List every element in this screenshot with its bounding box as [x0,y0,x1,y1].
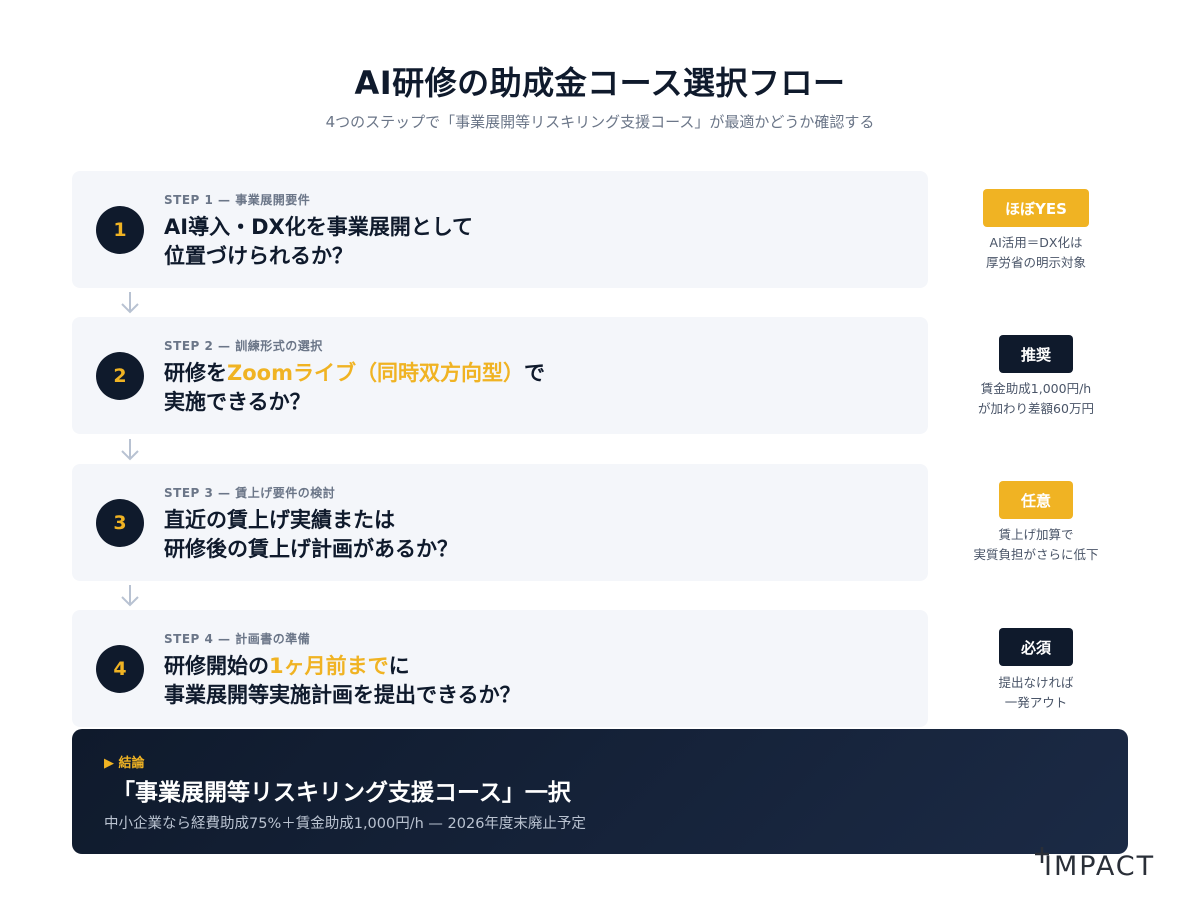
step-note-3: 賃上げ加算で 実質負担がさらに低下 [936,525,1136,565]
step-note-4: 提出なければ 一発アウト [936,673,1136,713]
step-question-line1: 研修をZoomライブ（同時双方向型）で [164,359,545,388]
step-eyebrow: STEP 1 — 事業展開要件 [164,193,311,207]
step-number-badge: 1 [96,206,144,254]
step-question: 研修開始の1ヶ月前までに 事業展開等実施計画を提出できるか？ [164,652,521,710]
step-card-4: 4 STEP 4 — 計画書の準備 研修開始の1ヶ月前までに 事業展開等実施計画… [72,610,928,727]
step-tag-1: ほぼYES [983,189,1089,227]
logo-text: IMPACT [1044,851,1156,882]
note-line1: 提出なければ [998,675,1074,690]
conclusion-panel: ▶ 結論 「事業展開等リスキリング支援コース」一択 中小企業なら経費助成75%＋… [72,729,1128,854]
note-line1: 賃上げ加算で [998,527,1074,542]
arrow-down-icon [121,292,139,314]
conclusion-sub: 中小企業なら経費助成75%＋賃金助成1,000円/h — 2026年度末廃止予定 [104,816,586,832]
step-card-2: 2 STEP 2 — 訓練形式の選択 研修をZoomライブ（同時双方向型）で 実… [72,317,928,434]
step-question: AI導入・DX化を事業展開として 位置づけられるか？ [164,213,473,271]
step-question: 研修をZoomライブ（同時双方向型）で 実施できるか？ [164,359,545,417]
step-question: 直近の賃上げ実績または 研修後の賃上げ計画があるか？ [164,506,458,564]
question-text: 研修を [164,361,227,385]
step-question-line1: AI導入・DX化を事業展開として [164,215,474,239]
note-line2: 厚労省の明示対象 [985,255,1086,270]
step-question-line1: 研修開始の1ヶ月前までに [164,652,521,681]
question-text: で [523,361,545,385]
page-subtitle: 4つのステップで「事業展開等リスキリング支援コース」が最適かどうか確認する [325,113,875,131]
question-highlight: 1ヶ月前まで [269,654,389,678]
step-note-2: 賃金助成1,000円/h が加わり差額60万円 [936,379,1136,419]
step-eyebrow: STEP 2 — 訓練形式の選択 [164,339,323,353]
step-card-1: 1 STEP 1 — 事業展開要件 AI導入・DX化を事業展開として 位置づけら… [72,171,928,288]
impact-logo: IMPACT [1034,846,1184,886]
note-line1: AI活用＝DX化は [989,235,1083,250]
step-question-line2: 実施できるか？ [164,390,311,414]
plus-icon [1035,847,1049,863]
page-title: AI研修の助成金コース選択フロー [354,64,846,102]
step-number-badge: 3 [96,499,144,547]
arrow-down-icon [121,585,139,607]
step-note-1: AI活用＝DX化は 厚労省の明示対象 [936,233,1136,273]
note-line2: 一発アウト [1004,695,1068,710]
step-question-line2: 位置づけられるか？ [164,244,353,268]
step-tag-3: 任意 [999,481,1073,519]
step-number-badge: 4 [96,645,144,693]
step-eyebrow: STEP 3 — 賃上げ要件の検討 [164,486,336,500]
question-text: 研修開始の [164,654,269,678]
question-highlight: Zoomライブ（同時双方向型） [227,361,524,385]
note-line2: が加わり差額60万円 [978,401,1094,416]
arrow-down-icon [121,439,139,461]
step-tag-2: 推奨 [999,335,1073,373]
step-question-line1: 直近の賃上げ実績または [164,508,395,532]
step-question-line2: 事業展開等実施計画を提出できるか？ [164,683,521,707]
step-question-line2: 研修後の賃上げ計画があるか？ [164,537,458,561]
note-line2: 実質負担がさらに低下 [973,547,1099,562]
question-text: に [388,654,410,678]
note-line1: 賃金助成1,000円/h [980,381,1092,396]
step-card-3: 3 STEP 3 — 賃上げ要件の検討 直近の賃上げ実績または 研修後の賃上げ計… [72,464,928,581]
step-eyebrow: STEP 4 — 計画書の準備 [164,632,311,646]
conclusion-main: 「事業展開等リスキリング支援コース」一択 [112,780,571,806]
step-tag-4: 必須 [999,628,1073,666]
conclusion-label: ▶ 結論 [104,756,145,771]
step-number-badge: 2 [96,352,144,400]
